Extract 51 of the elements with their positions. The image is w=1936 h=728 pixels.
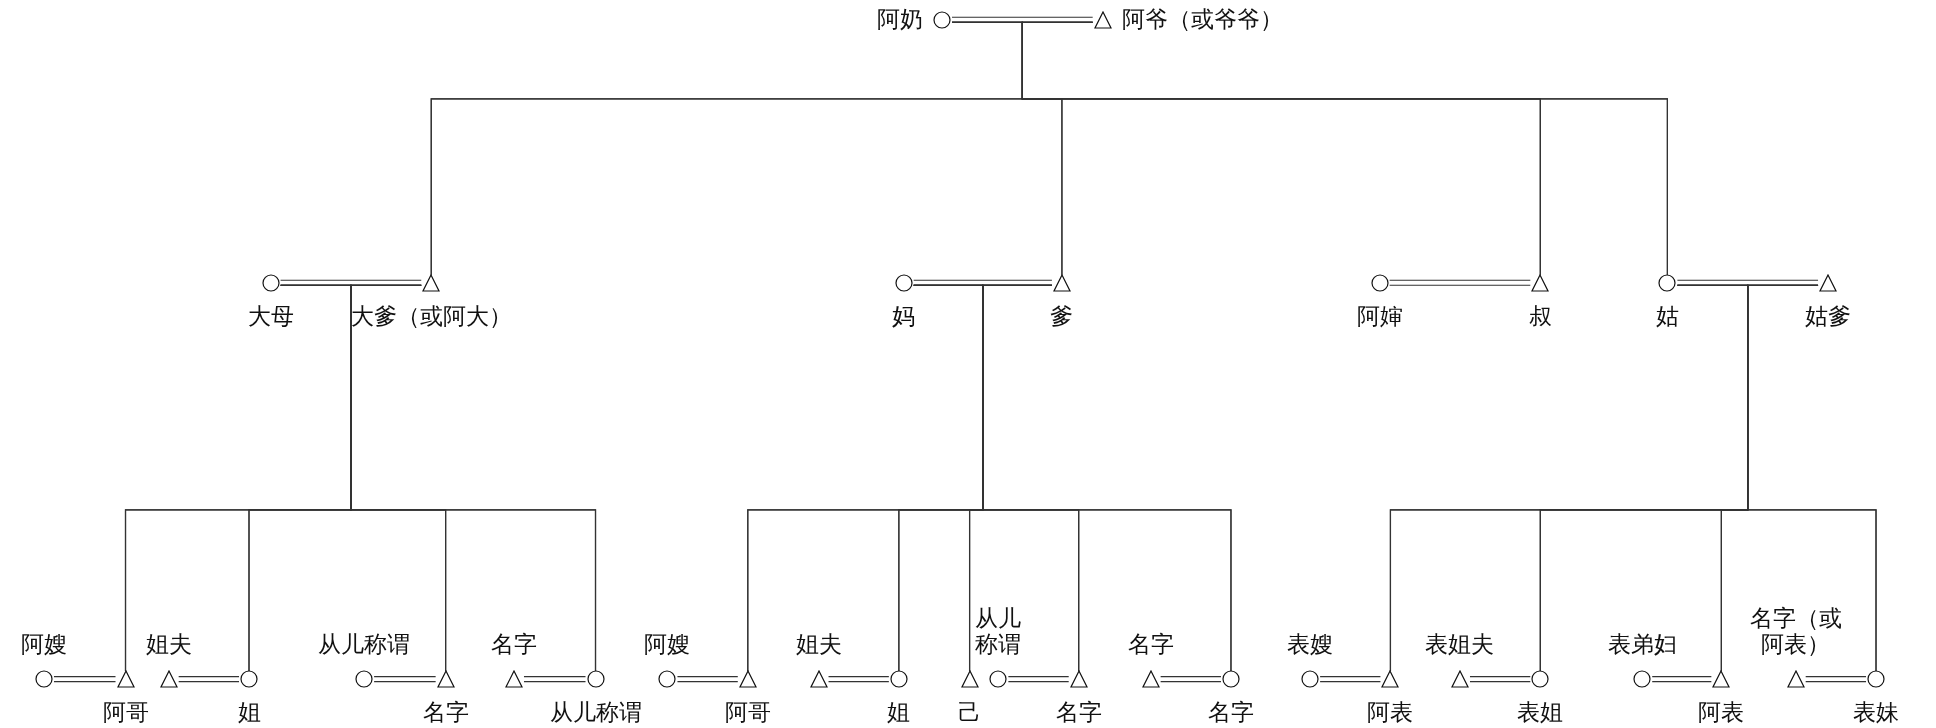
kinship-term: 名字	[422, 700, 469, 727]
marriage-double-line	[1651, 676, 1712, 683]
kinship-term: 阿爷（或爷爷）	[1121, 6, 1283, 33]
marriage-double-line	[1389, 279, 1531, 286]
kinship-term: 表嫂	[1287, 632, 1334, 659]
kinship-term: 姐	[887, 700, 911, 727]
kinship-term: 己	[958, 700, 982, 727]
marriage-double-line	[1469, 676, 1531, 683]
kinship-term: 名字（或阿表）	[1748, 606, 1843, 659]
kinship-term: 阿哥	[102, 700, 149, 727]
descent-line	[1747, 284, 1877, 672]
kinship-term: 叔	[1528, 303, 1552, 330]
kinship-term: 大母	[247, 303, 294, 330]
marriage-double-line	[827, 676, 890, 683]
kinship-term: 表姐	[1517, 700, 1564, 727]
kinship-term: 阿奶	[877, 6, 923, 33]
kinship-term: 姑	[1655, 303, 1679, 330]
marriage-double-line	[1160, 676, 1222, 683]
kinship-term: 表弟妇	[1607, 632, 1677, 659]
marriage-double-line	[676, 676, 739, 683]
kinship-term: 名字	[1055, 700, 1102, 727]
marriage-double-line	[1805, 676, 1867, 683]
kinship-term: 从儿称谓	[318, 632, 411, 659]
marriage-double-line	[1319, 676, 1382, 683]
descent-line	[350, 284, 597, 672]
kinship-term: 表姐夫	[1425, 632, 1495, 659]
descent-line	[982, 284, 1232, 672]
kinship-term: 阿婶	[1356, 303, 1403, 330]
kinship-term: 从儿称谓	[549, 700, 642, 727]
kinship-term: 从儿称谓	[974, 606, 1023, 659]
marriage-double-line	[178, 676, 240, 683]
kinship-term: 阿哥	[724, 700, 771, 727]
kinship-term: 名字	[490, 632, 537, 659]
kinship-term: 阿嫂	[20, 632, 67, 659]
kinship-term: 姐	[237, 700, 261, 727]
kinship-term: 表妹	[1853, 700, 1899, 727]
kinship-term: 阿嫂	[644, 632, 691, 659]
kinship-term: 名字	[1127, 632, 1174, 659]
kinship-term: 妈	[892, 303, 916, 330]
kinship-term: 大爹（或阿大）	[350, 303, 512, 330]
kinship-term: 姐夫	[145, 632, 192, 659]
marriage-double-line	[1007, 676, 1070, 683]
kinship-term: 姑爹	[1805, 303, 1852, 330]
kinship-term: 阿表	[1698, 700, 1745, 727]
kinship-term: 姐夫	[795, 632, 842, 659]
kinship-term: 爹	[1050, 303, 1074, 330]
marriage-double-line	[373, 676, 437, 683]
kinship-term: 阿表	[1367, 700, 1414, 727]
marriage-double-line	[523, 676, 587, 683]
marriage-double-line	[53, 676, 117, 683]
kinship-term: 名字	[1207, 700, 1254, 727]
